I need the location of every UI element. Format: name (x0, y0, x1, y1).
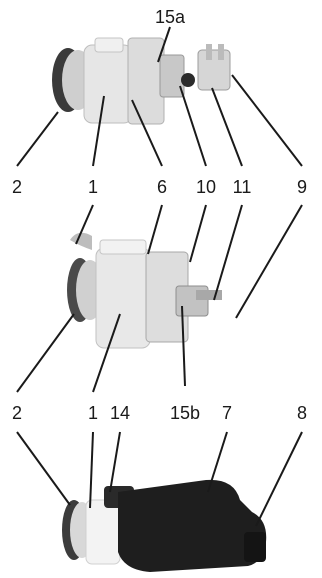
callout-1: 1 (88, 178, 98, 196)
bottom-black-body (118, 480, 266, 572)
top-housing-lug (95, 38, 123, 52)
top-contact (181, 73, 195, 87)
middle-terminal (196, 290, 222, 300)
callout-10: 10 (196, 178, 216, 196)
callout-11: 11 (233, 178, 252, 196)
middle-housing (96, 248, 150, 348)
callout-9: 9 (297, 178, 307, 196)
top-plate (128, 38, 164, 124)
bottom-view-part (62, 480, 266, 572)
callout-2: 2 (12, 178, 22, 196)
top-terminal-pin (218, 44, 224, 60)
middle-tab (70, 233, 92, 250)
callout-6: 6 (157, 178, 167, 196)
top-view-part (52, 38, 230, 124)
middle-view-part (67, 233, 222, 348)
top-terminal-pin (206, 44, 212, 60)
top-housing (84, 45, 132, 123)
callout-14: 14 (110, 404, 130, 422)
callout-2b: 2 (12, 404, 22, 422)
callout-7: 7 (222, 404, 232, 422)
callout-15a: 15a (155, 8, 185, 26)
callout-8: 8 (297, 404, 307, 422)
callout-15b: 15b (170, 404, 200, 422)
callout-1b: 1 (88, 404, 98, 422)
bottom-plug (244, 532, 266, 562)
top-terminal-block (198, 50, 230, 90)
top-connector (160, 55, 184, 97)
middle-housing-top (100, 240, 146, 254)
bottom-housing (86, 500, 120, 564)
